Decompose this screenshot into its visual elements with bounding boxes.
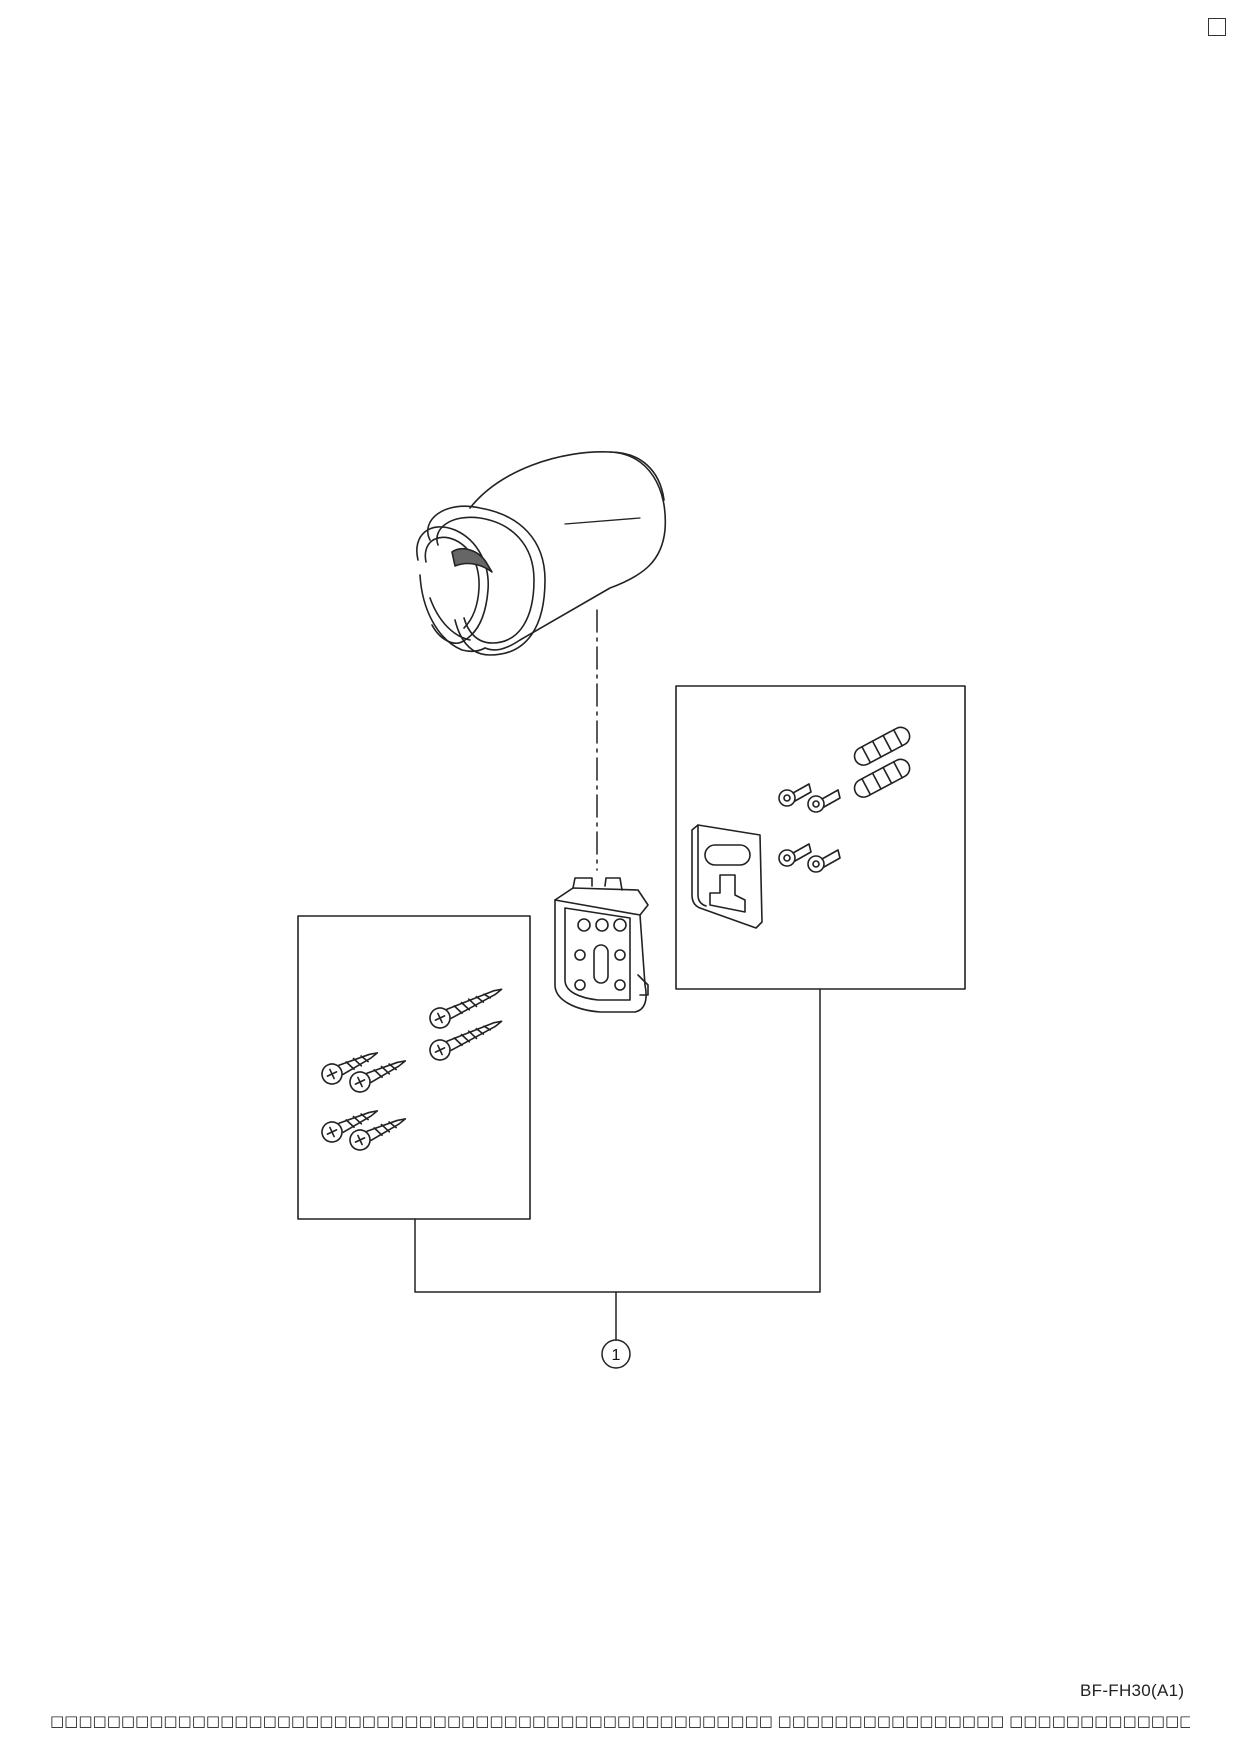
left-parts-frame <box>297 915 531 1220</box>
model-code: BF-FH30(A1) <box>1080 1681 1185 1700</box>
footer-text: □□□□□□□□□□□□□□□□□□□□□□□□□□□□□□□□□□□□□□□□… <box>50 1712 1190 1730</box>
wood-screw-icon <box>321 988 503 1151</box>
mounting-plate-icon <box>691 824 763 929</box>
callout-leader-line <box>414 988 821 1293</box>
callout-marker: 1 <box>601 1339 631 1369</box>
mounting-base-icon <box>554 877 649 1013</box>
shower-holder-icon <box>416 451 667 656</box>
right-parts-frame <box>675 685 966 990</box>
machine-screw-icon <box>778 783 841 873</box>
callout-label: 1 <box>612 1347 621 1364</box>
wall-anchor-icon <box>853 726 911 798</box>
corner-checkbox-icon <box>1208 18 1226 36</box>
